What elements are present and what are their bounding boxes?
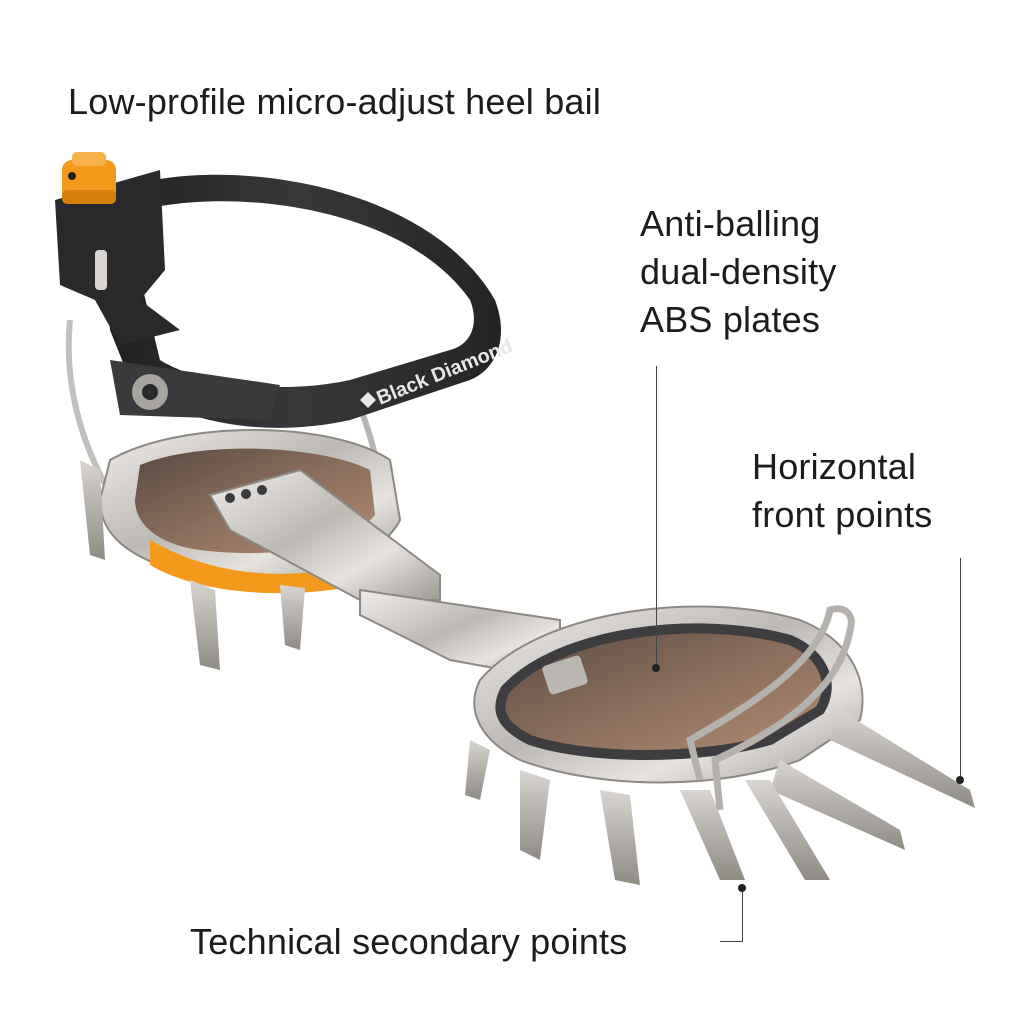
callout-secondary-points: Technical secondary points (190, 921, 628, 962)
center-bar (208, 468, 441, 601)
heel-strap-inner (125, 201, 474, 388)
secondary-point-2 (520, 770, 550, 860)
callout-front-line-1: Horizontal (752, 446, 917, 487)
strap-grommet-hole-2 (142, 384, 158, 400)
secondary-point-3 (600, 790, 640, 885)
center-bar-hole-2 (241, 489, 251, 499)
secondary-point-4 (680, 790, 745, 880)
heel-point-left (80, 460, 105, 560)
front-abs-plate (495, 623, 832, 760)
micro-adjust-knob-top (72, 152, 106, 166)
callout-heel-bail: Low-profile micro-adjust heel bail (68, 81, 602, 122)
front-plate-slot (542, 655, 588, 695)
brand-diamond-icon (360, 392, 376, 408)
callout-abs-line-2: dual-density (640, 251, 837, 292)
heel-point-right (280, 585, 305, 650)
heel-bail-leader-dot (68, 172, 76, 180)
secondary-points-leader-line (742, 888, 743, 942)
heel-orange-trim (150, 540, 370, 594)
front-point-left (770, 760, 905, 850)
micro-adjust-knob-shadow (62, 190, 116, 204)
heel-buckle (55, 170, 180, 345)
callout-front-line-2: front points (752, 494, 933, 535)
secondary-point-1 (465, 740, 490, 800)
center-bar-hole-1 (225, 493, 235, 503)
front-points-leader-dot (956, 776, 964, 784)
heel-point-rear (190, 580, 220, 670)
abs-plates-leader-line (656, 366, 657, 666)
secondary-points-leader-tick (720, 941, 742, 942)
secondary-point-5 (745, 780, 830, 880)
heel-buckle-pin (95, 250, 107, 290)
front-point-right (830, 710, 975, 808)
front-points-leader-line (960, 558, 961, 780)
abs-plates-leader-dot (652, 664, 660, 672)
callout-abs-plates: Anti-balling dual-density ABS plates (640, 200, 837, 344)
center-bar-hole-3 (257, 485, 267, 495)
front-wire-bail (685, 605, 855, 811)
callout-abs-line-3: ABS plates (640, 299, 821, 340)
callout-front-points: Horizontal front points (752, 443, 933, 539)
secondary-points-leader-dot (738, 884, 746, 892)
callout-abs-line-1: Anti-balling (640, 203, 821, 244)
